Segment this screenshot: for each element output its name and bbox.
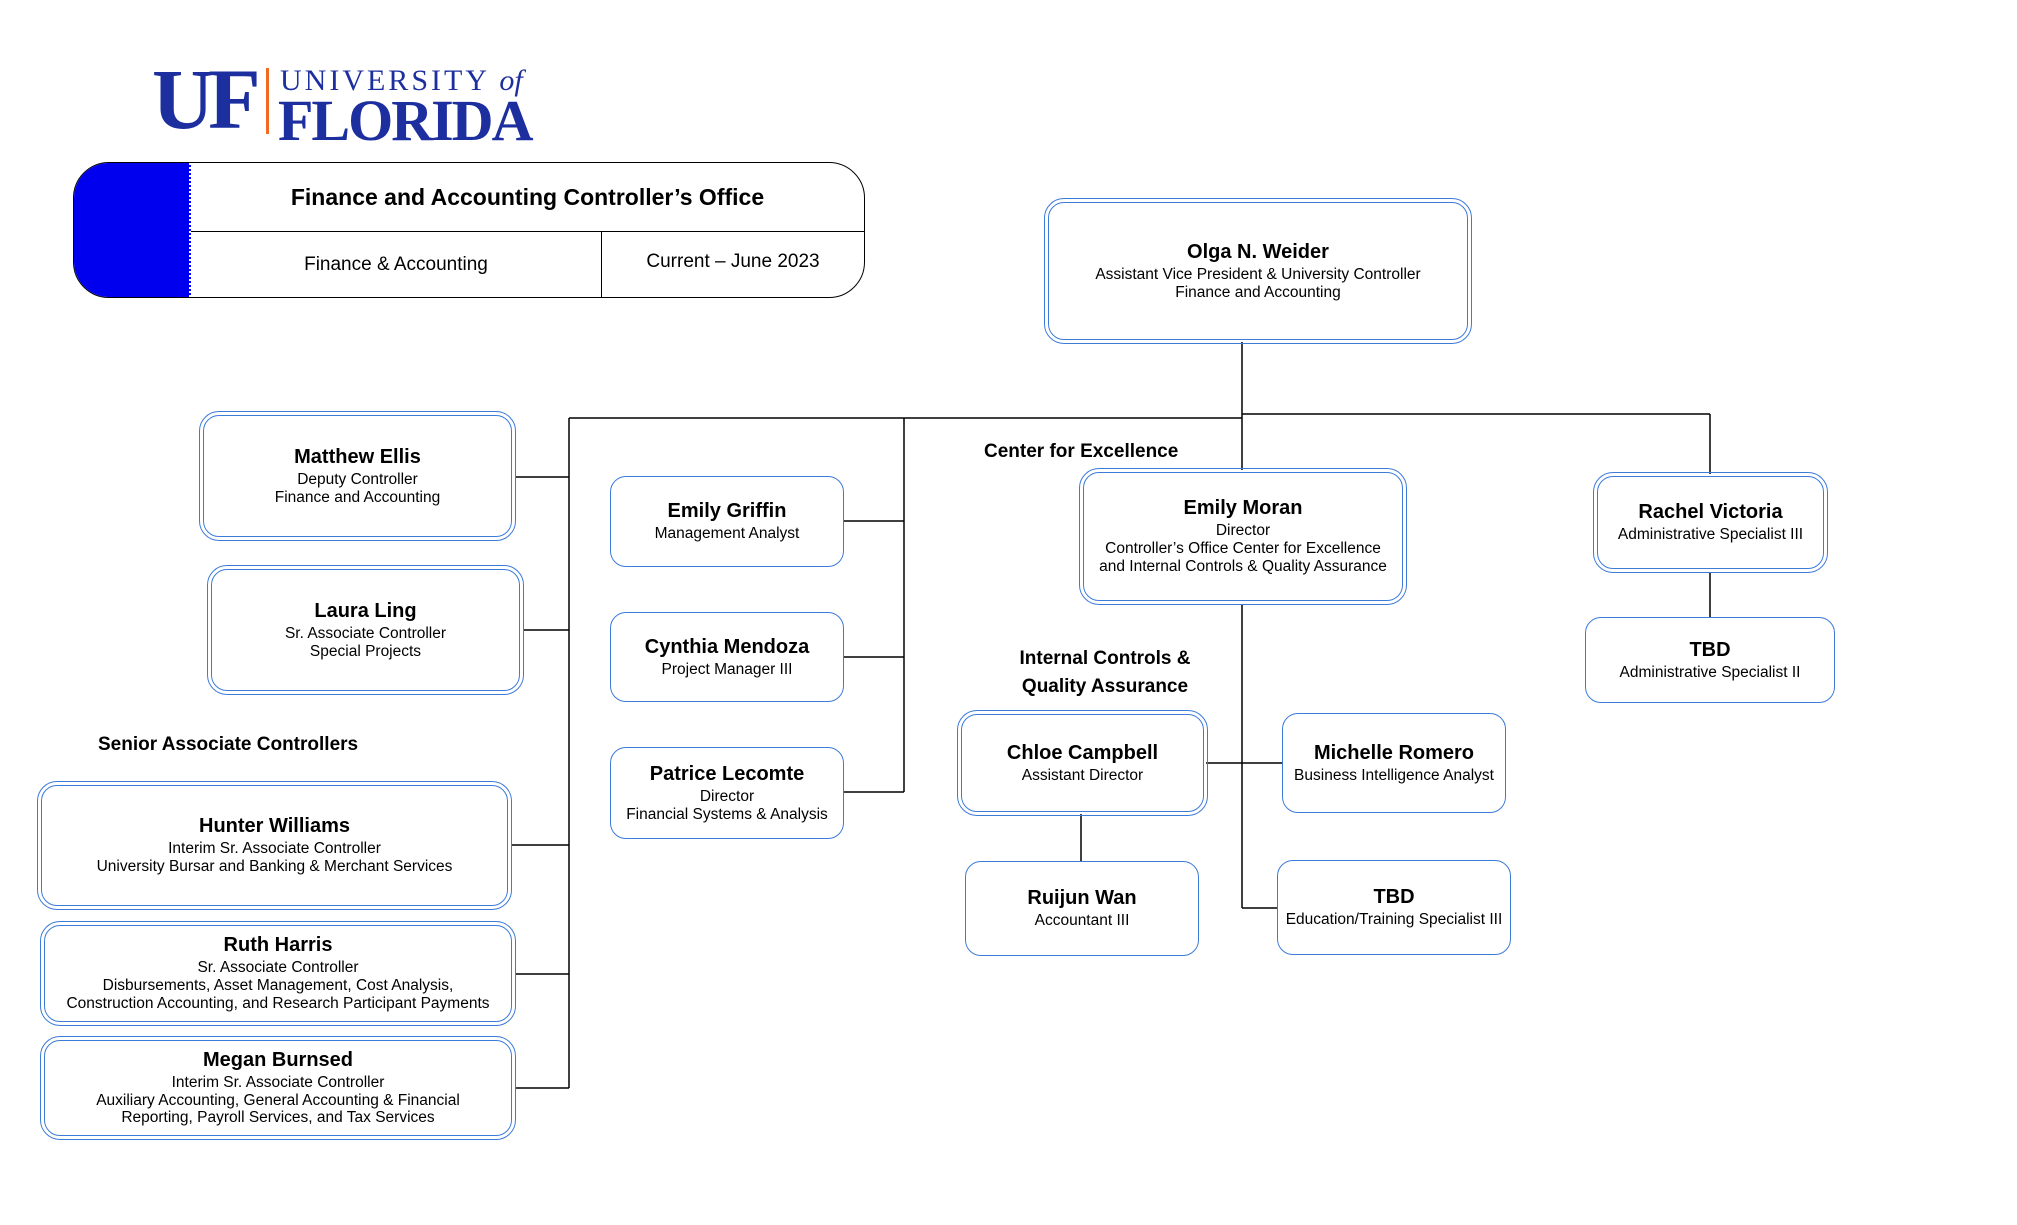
title-accent — [74, 163, 191, 297]
node-chloe-campbell: Chloe Campbell Assistant Director — [957, 710, 1208, 816]
label-internal-controls: Internal Controls & Quality Assurance — [1019, 648, 1191, 697]
node-hunter-williams: Hunter Williams Interim Sr. Associate Co… — [37, 781, 512, 910]
label-senior-associate-controllers: Senior Associate Controllers — [98, 734, 359, 755]
node-laura-ling: Laura Ling Sr. Associate Controller Spec… — [207, 565, 524, 695]
node-emily-griffin: Emily Griffin Management Analyst — [610, 476, 844, 567]
node-olga-weider: Olga N. Weider Assistant Vice President … — [1044, 198, 1472, 344]
logo-divider — [266, 68, 269, 134]
title-block: Finance and Accounting Controller’s Offi… — [73, 162, 865, 298]
chart-title: Finance and Accounting Controller’s Offi… — [191, 163, 864, 232]
logo-university: UNIVERSITY of — [280, 64, 523, 97]
node-ruth-harris: Ruth Harris Sr. Associate Controller Dis… — [40, 921, 516, 1026]
node-cynthia-mendoza: Cynthia Mendoza Project Manager III — [610, 612, 844, 702]
node-patrice-lecomte: Patrice Lecomte Director Financial Syste… — [610, 747, 844, 839]
logo-uf: UF — [152, 51, 261, 147]
label-center-for-excellence: Center for Excellence — [984, 441, 1179, 462]
department-name: Finance & Accounting — [191, 232, 602, 297]
node-ruijun-wan: Ruijun Wan Accountant III — [965, 861, 1199, 956]
node-emily-moran: Emily Moran Director Controller’s Office… — [1079, 468, 1407, 605]
node-rachel-victoria: Rachel Victoria Administrative Specialis… — [1593, 472, 1828, 573]
node-megan-burnsed: Megan Burnsed Interim Sr. Associate Cont… — [40, 1036, 516, 1140]
node-tbd-admin-specialist: TBD Administrative Specialist II — [1585, 617, 1835, 703]
node-tbd-training-specialist: TBD Education/Training Specialist III — [1277, 860, 1511, 955]
node-michelle-romero: Michelle Romero Business Intelligence An… — [1282, 713, 1506, 813]
logo-florida: FLORIDA — [278, 88, 533, 153]
effective-date: Current – June 2023 — [646, 250, 820, 272]
uf-logo: UF UNIVERSITY of FLORIDA — [152, 56, 552, 150]
node-matthew-ellis: Matthew Ellis Deputy Controller Finance … — [199, 411, 516, 541]
